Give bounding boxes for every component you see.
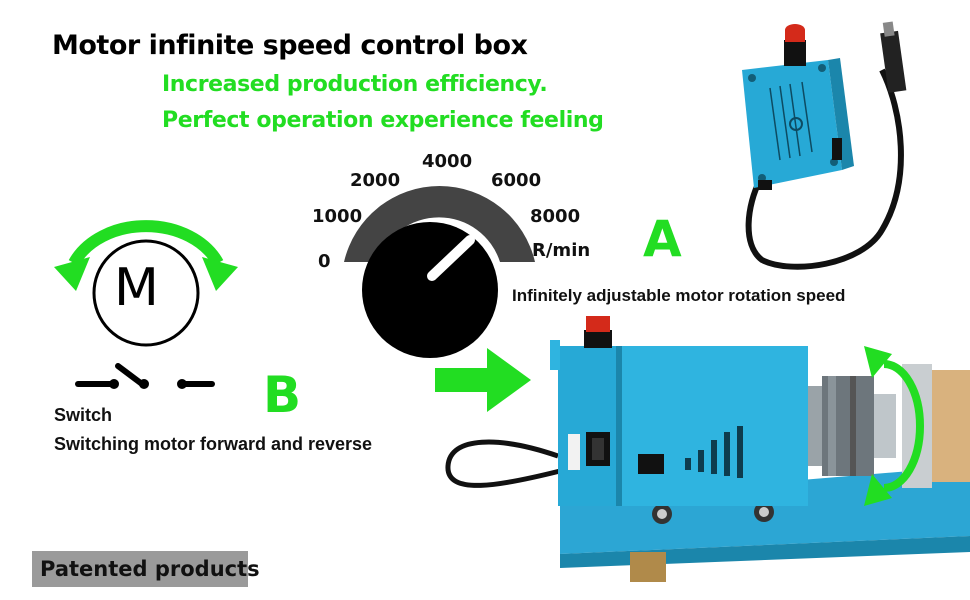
page-title: Motor infinite speed control box — [52, 30, 528, 61]
gauge-label-8000: 8000 — [530, 206, 581, 227]
switch-label: Switch — [54, 405, 113, 425]
gauge-label-1000: 1000 — [312, 206, 363, 227]
feature-a-letter: A — [643, 210, 682, 268]
gauge-label-2000: 2000 — [350, 170, 401, 191]
gauge-label-0: 0 — [318, 251, 331, 272]
motor-symbol-icon — [54, 220, 238, 347]
gauge-label-6000: 6000 — [491, 170, 542, 191]
tagline-experience: Perfect operation experience feeling — [162, 108, 604, 133]
feature-b-caption: Switching motor forward and reverse — [54, 434, 373, 454]
patented-products-badge: Patented products — [32, 551, 260, 587]
gauge-label-4000: 4000 — [422, 151, 473, 172]
arrow-right-icon — [435, 348, 531, 412]
feature-b-letter: B — [263, 366, 302, 424]
gauge-unit-label: R/min — [532, 240, 591, 261]
control-box-product-image — [742, 21, 907, 270]
speed-knob-icon — [344, 185, 535, 358]
mini-lathe-product-image — [445, 316, 970, 582]
tagline-efficiency: Increased production efficiency. — [162, 72, 548, 97]
feature-a-caption: Infinitely adjustable motor rotation spe… — [512, 286, 846, 305]
motor-symbol-letter: M — [114, 258, 159, 318]
switch-symbol-icon — [75, 363, 215, 389]
